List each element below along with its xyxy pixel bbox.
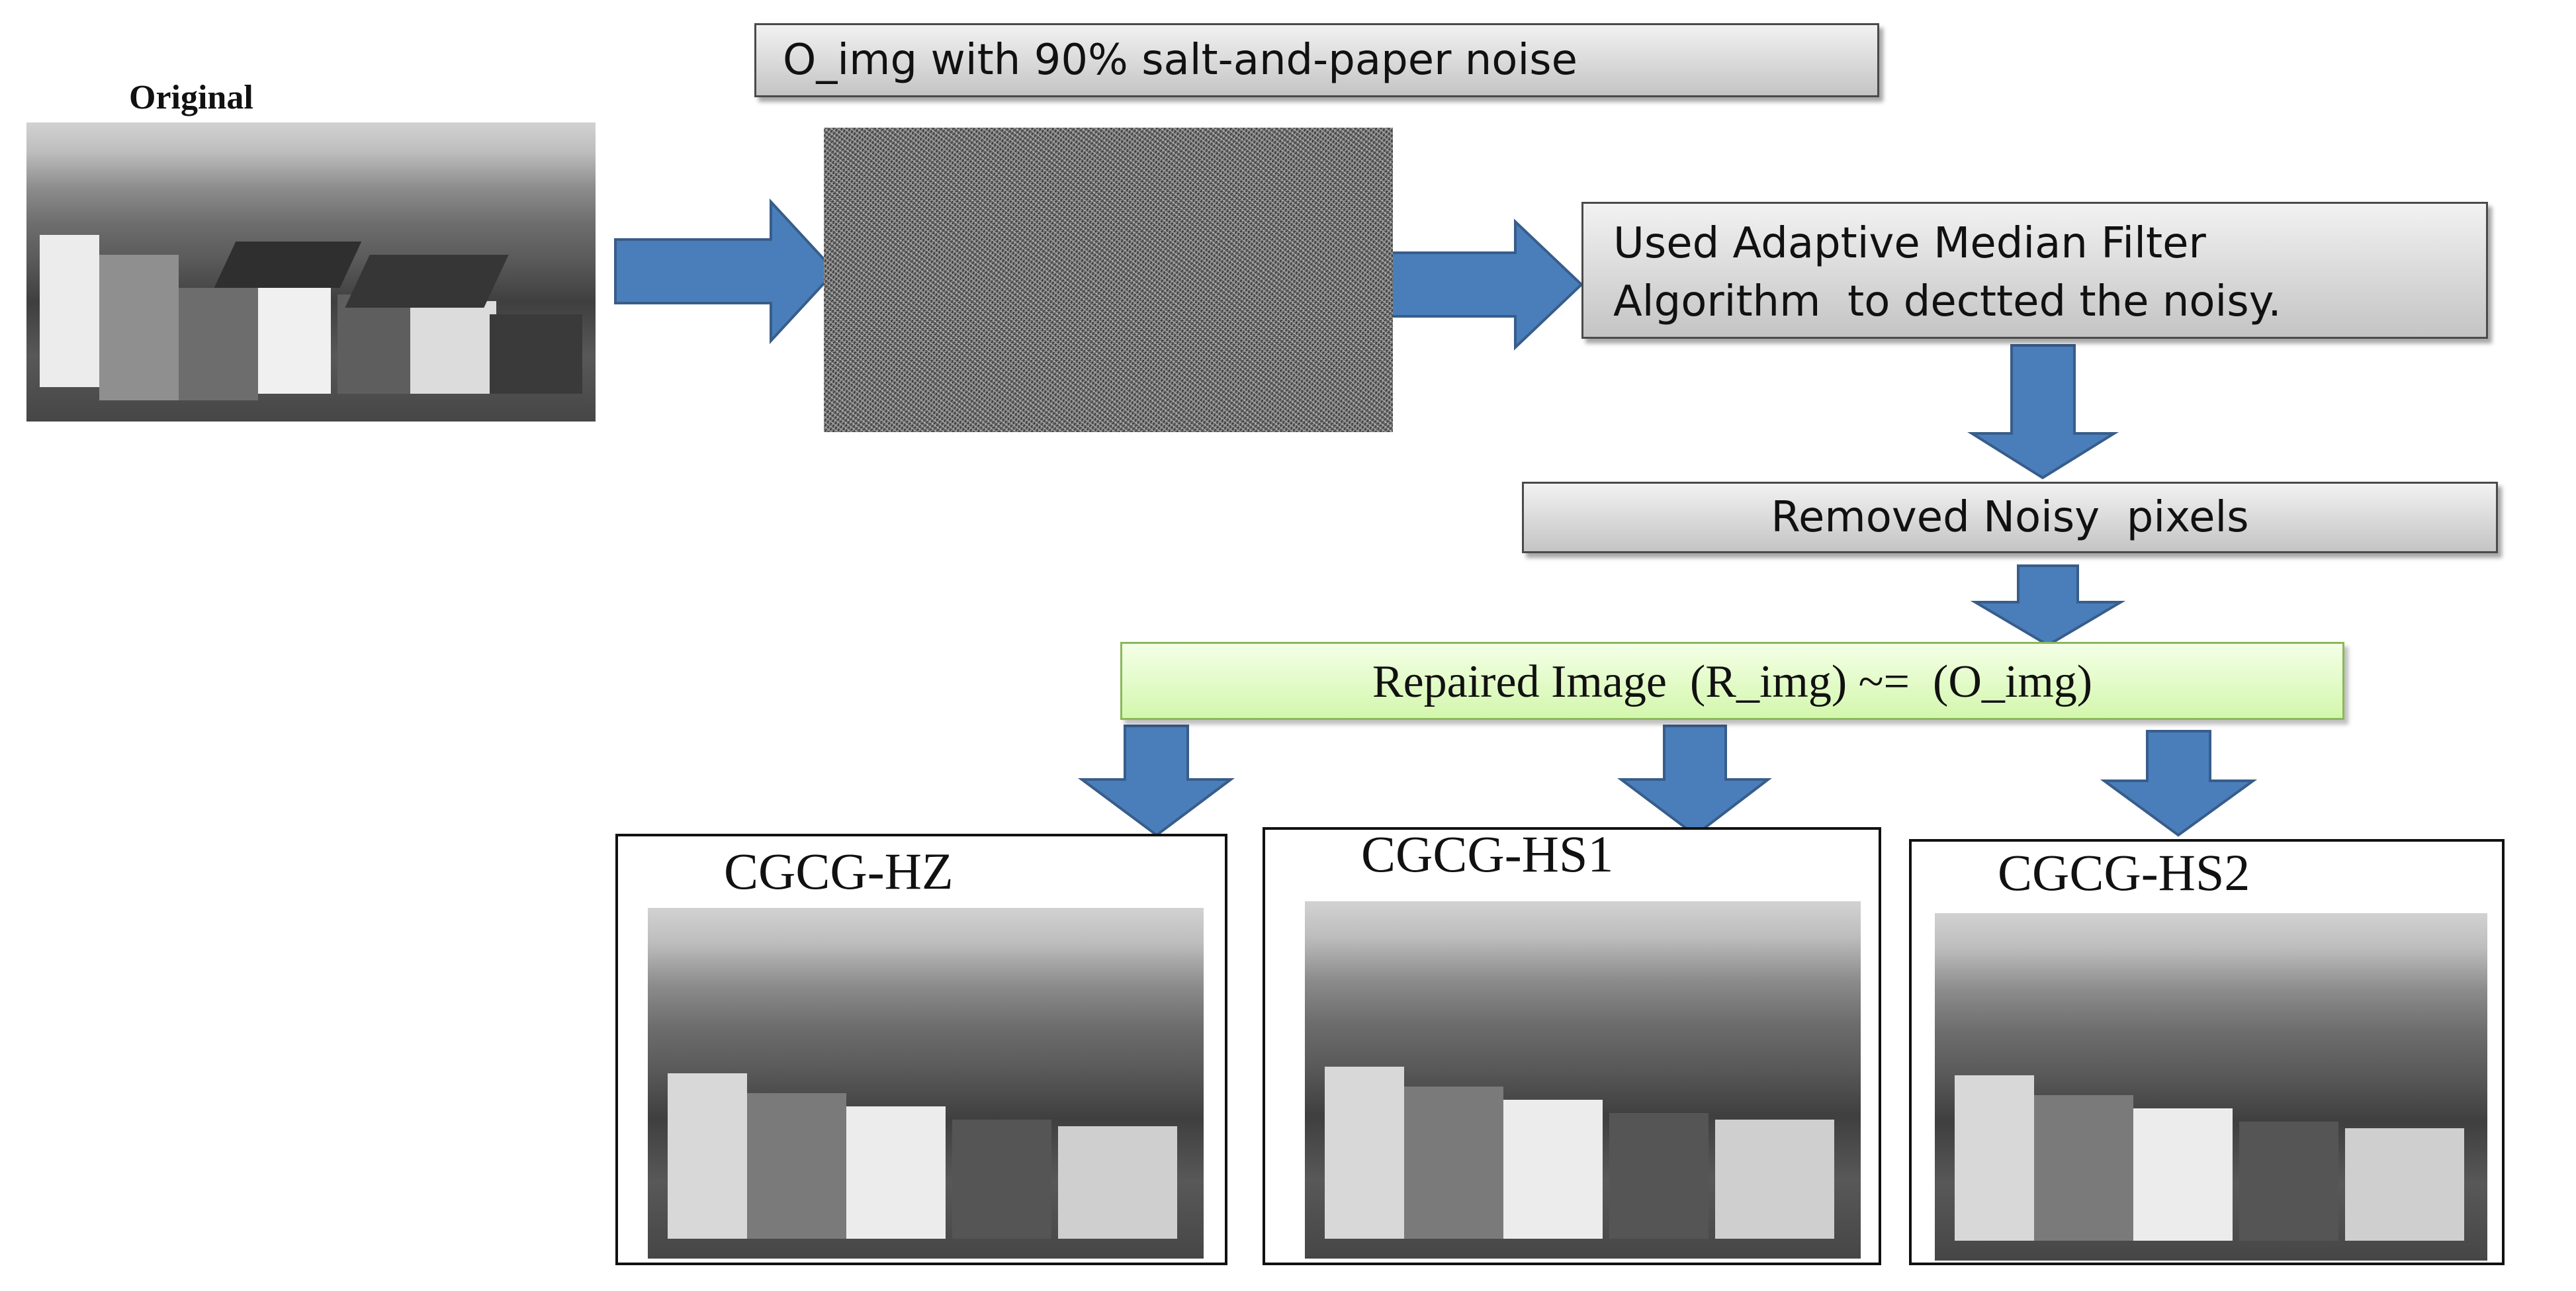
result-panel-hs1: CGCG-HS1: [1263, 825, 1881, 1265]
arrow-right-2: [1382, 218, 1583, 351]
arrow-right-1: [614, 198, 837, 345]
arrow-down-2: [1970, 564, 2126, 647]
filter-label-line2: Algorithm to dectted the noisy.: [1613, 277, 2282, 326]
original-image: [26, 122, 596, 422]
result-image-hs1: [1305, 901, 1861, 1259]
result-panel-hz: CGCG-HZ: [615, 834, 1227, 1265]
result-image-hs2: [1935, 913, 2487, 1261]
result-panel-hs2: CGCG-HS2: [1909, 839, 2505, 1265]
repaired-box: Repaired Image (R_img) ~= (O_img): [1120, 642, 2344, 720]
removed-box: Removed Noisy pixels: [1522, 482, 2498, 553]
noise-label: O_img with 90% salt-and-paper noise: [783, 36, 1577, 85]
arrow-down-4: [1617, 725, 1772, 837]
arrow-down-5: [2100, 730, 2258, 837]
repaired-label: Repaired Image (R_img) ~= (O_img): [1372, 656, 2093, 707]
original-label: Original: [129, 79, 253, 116]
result-image-hz: [648, 908, 1204, 1259]
removed-label: Removed Noisy pixels: [1771, 493, 2249, 542]
result-label-hz: CGCG-HZ: [724, 842, 954, 900]
arrow-down-3: [1077, 725, 1235, 837]
filter-label-line1: Used Adaptive Median Filter: [1613, 219, 2206, 268]
arrow-down-1: [1967, 344, 2119, 480]
noise-label-box: O_img with 90% salt-and-paper noise: [754, 23, 1879, 97]
filter-box: Used Adaptive Median Filter Algorithm to…: [1581, 202, 2488, 339]
noisy-image: [824, 128, 1393, 432]
result-label-hs2: CGCG-HS2: [1998, 844, 2250, 901]
result-label-hs1: CGCG-HS1: [1361, 825, 1614, 883]
